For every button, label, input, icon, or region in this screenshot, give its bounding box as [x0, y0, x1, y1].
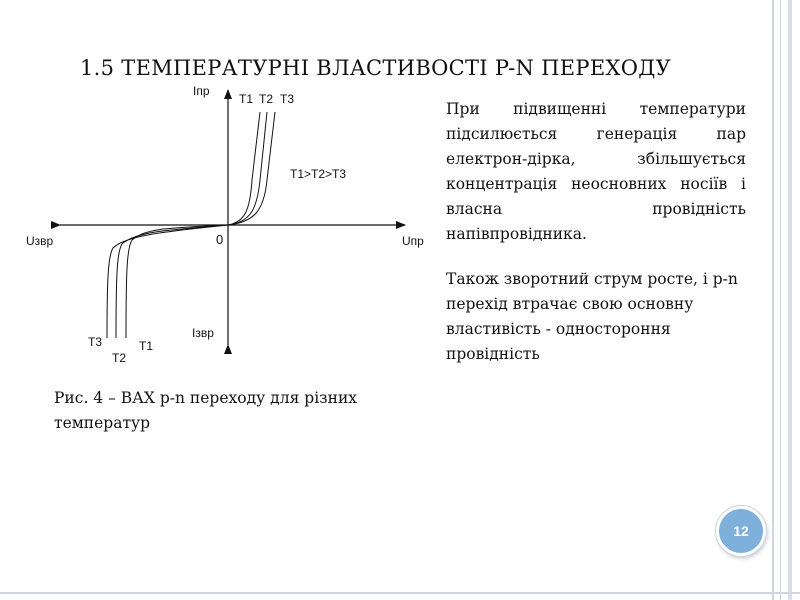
label-u-forward: Uпр — [402, 234, 424, 248]
curve-t3-reverse — [106, 224, 229, 339]
frame-line — [772, 0, 774, 600]
label-temperature-relation: T1>T2>T3 — [290, 167, 346, 181]
label-t3-bottom: T3 — [88, 335, 102, 349]
slide-title: 1.5 ТЕМПЕРАТУРНІ ВЛАСТИВОСТІ P-N ПЕРЕХОД… — [80, 56, 672, 80]
paragraph-temperature-effect: При підвищенні температури підсилюється … — [446, 100, 746, 243]
figure-caption: Рис. 4 – ВАХ p-n переходу для різних тем… — [54, 389, 358, 432]
label-t1-bottom: T1 — [139, 339, 153, 353]
label-t1-top: T1 — [239, 92, 253, 106]
frame-line-bottom — [0, 592, 800, 594]
label-t2-bottom: T2 — [112, 351, 126, 365]
curve-t2-reverse — [115, 224, 229, 339]
curve-t1-forward — [227, 111, 261, 226]
frame-line — [788, 0, 792, 600]
label-i-forward: Iпр — [193, 84, 210, 98]
label-origin: 0 — [216, 232, 223, 247]
label-t3-top: T3 — [280, 92, 294, 106]
label-i-reverse: Iзвр — [192, 326, 214, 340]
page-number-badge: 12 — [716, 506, 766, 556]
curve-t3-forward — [227, 111, 276, 226]
frame-line — [780, 0, 781, 600]
curve-t1-reverse — [125, 224, 229, 339]
paragraph-reverse-current: Також зворотний струм росте, і p-n перех… — [446, 270, 738, 363]
label-t2-top: T2 — [259, 92, 273, 106]
label-u-reverse: Uзвр — [26, 234, 54, 248]
